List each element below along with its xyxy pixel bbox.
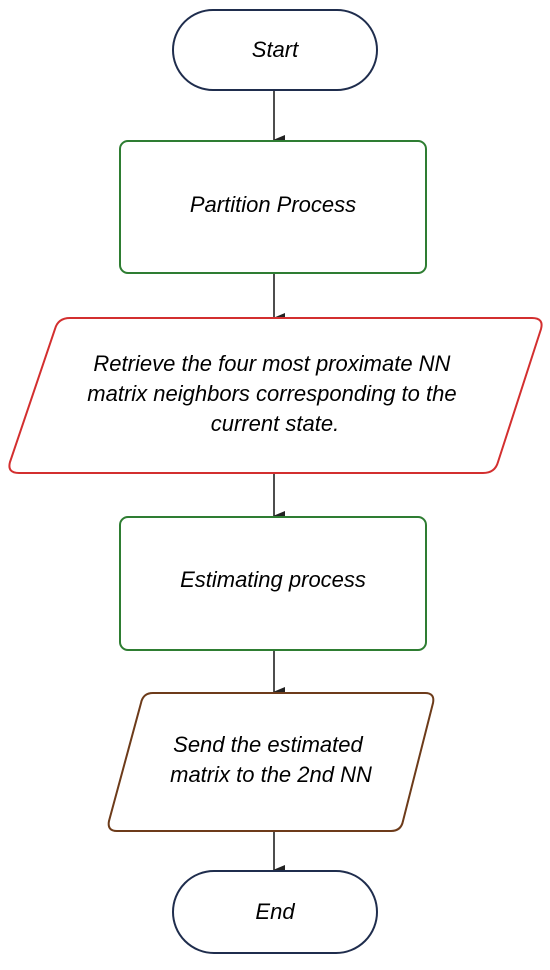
retrieve-neighbors-node: Retrieve the four most proximate NN matr… (8, 317, 543, 474)
retrieve-neighbors-line-3: current state. (211, 411, 339, 436)
retrieve-neighbors-line-2: matrix neighbors corresponding to the (87, 381, 456, 406)
retrieve-neighbors-label: Retrieve the four most proximate NN matr… (87, 351, 462, 436)
estimating-process-node: Estimating process (119, 516, 427, 651)
send-matrix-line-2: matrix to the 2nd NN (170, 762, 372, 787)
start-node-label: Start (252, 37, 299, 62)
partition-process-shape (119, 140, 427, 274)
partition-process-label: Partition Process (190, 192, 356, 217)
end-node-shape (172, 870, 378, 954)
start-node: Start (172, 9, 378, 91)
send-matrix-line-1: Send the estimated (173, 732, 363, 757)
retrieve-neighbors-shape (8, 317, 543, 474)
estimating-process-shape (119, 516, 427, 651)
end-node-label: End (255, 899, 295, 924)
send-matrix-label: Send the estimated matrix to the 2nd NN (170, 732, 372, 787)
retrieve-neighbors-line-1: Retrieve the four most proximate NN (93, 351, 450, 376)
send-matrix-shape (107, 692, 435, 832)
send-matrix-node: Send the estimated matrix to the 2nd NN (107, 692, 435, 832)
start-node-shape (172, 9, 378, 91)
end-node: End (172, 870, 378, 954)
estimating-process-label: Estimating process (180, 567, 366, 592)
partition-process-node: Partition Process (119, 140, 427, 274)
